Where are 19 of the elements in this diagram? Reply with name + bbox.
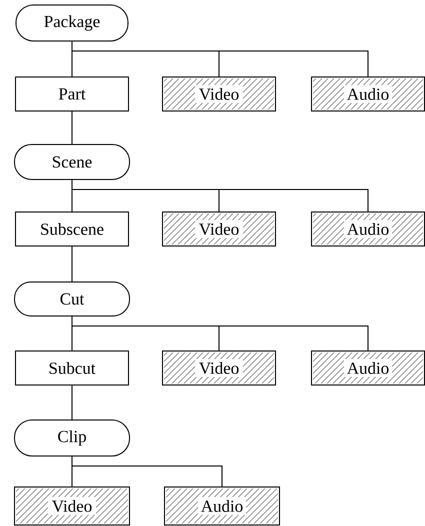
box: Subscene [15, 212, 129, 246]
box: Part [15, 76, 129, 112]
rounded-box: Package [16, 4, 128, 42]
hatched-box: Audio [164, 486, 280, 526]
connector-line [72, 316, 368, 351]
hatched-box: Video [162, 350, 276, 386]
connector-line [72, 40, 368, 77]
connector-line [72, 456, 222, 487]
hatched-box: Audio [311, 350, 425, 386]
rounded-box: Scene [14, 144, 130, 180]
hatched-box: Video [162, 76, 276, 112]
hatched-box: Video [14, 486, 130, 526]
hatched-box: Audio [311, 76, 425, 112]
rounded-box: Clip [14, 420, 130, 456]
box: Subcut [15, 350, 129, 386]
connector-line [72, 180, 368, 212]
rounded-box: Cut [14, 282, 130, 316]
hatched-box: Video [162, 212, 276, 246]
hatched-box: Audio [311, 212, 425, 246]
